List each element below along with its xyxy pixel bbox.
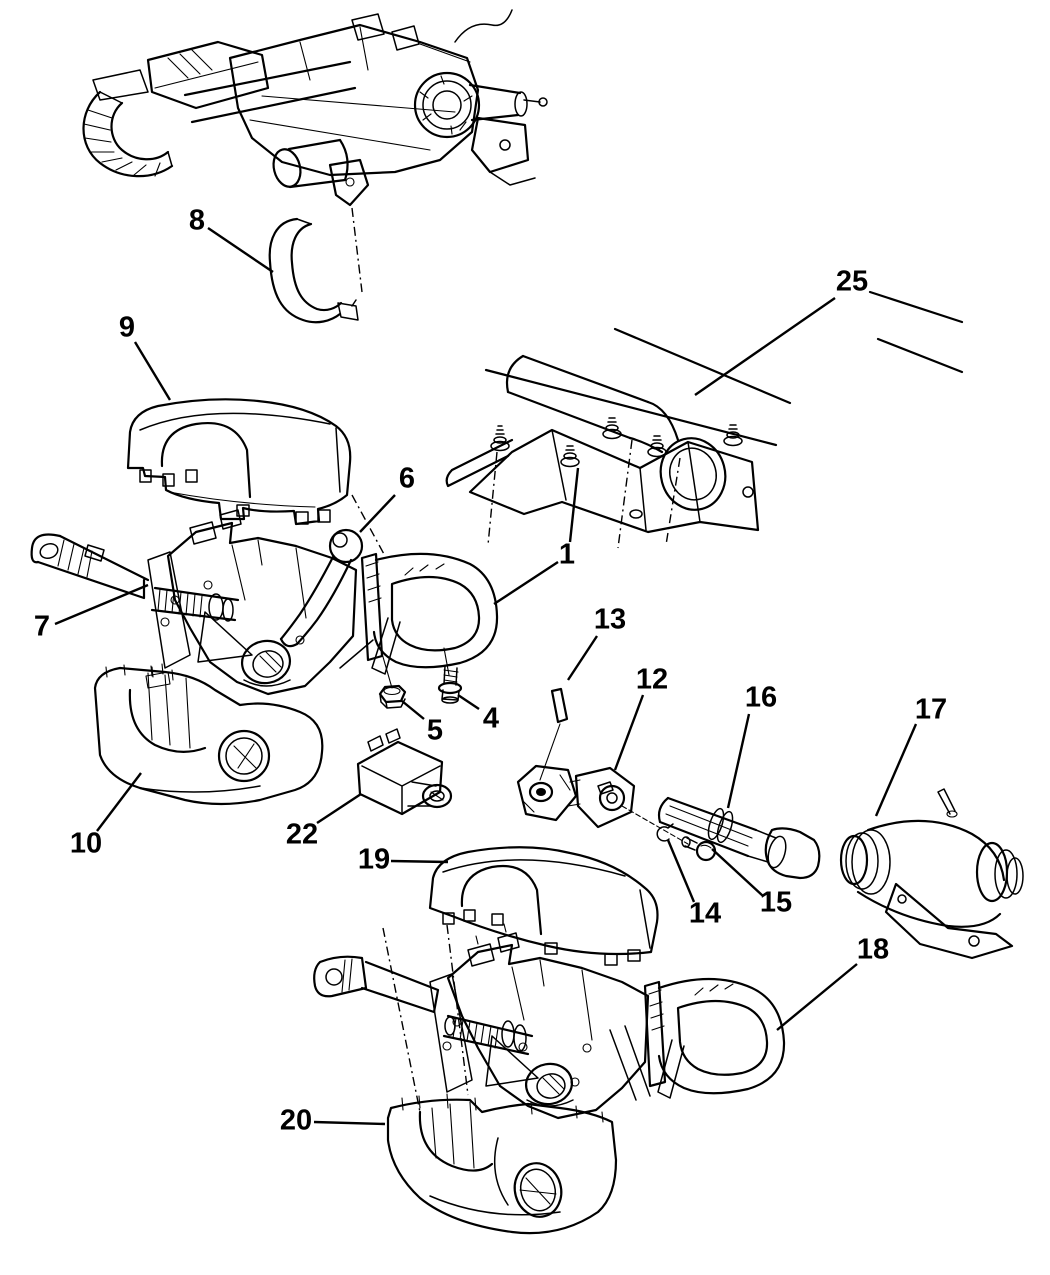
callout-1: 1 bbox=[558, 538, 576, 571]
callout-18: 18 bbox=[856, 933, 890, 966]
leader-line-5 bbox=[401, 700, 425, 720]
callout-14: 14 bbox=[688, 897, 722, 930]
part-coupling-12 bbox=[516, 764, 689, 845]
part-lower-shroud-20 bbox=[386, 1093, 618, 1235]
part-upper-shroud-19 bbox=[382, 846, 659, 1113]
callout-8: 8 bbox=[188, 204, 206, 237]
callout-15: 15 bbox=[759, 886, 793, 919]
leader-line-17 bbox=[874, 723, 918, 817]
leader-line-22 bbox=[316, 792, 362, 825]
leader-line-1 bbox=[568, 467, 580, 543]
part-upper-shroud-9 bbox=[126, 398, 386, 557]
leader-line-12 bbox=[613, 694, 645, 771]
callout-7: 7 bbox=[33, 610, 51, 643]
leader-line-4 bbox=[457, 694, 480, 710]
leader-line-20 bbox=[313, 1120, 386, 1126]
callout-5: 5 bbox=[426, 714, 444, 747]
part-nut-5 bbox=[378, 684, 407, 709]
part-lower-shroud-10 bbox=[93, 664, 324, 806]
callout-17: 17 bbox=[914, 693, 948, 726]
callout-10: 10 bbox=[69, 827, 103, 860]
callout-leader-lines bbox=[54, 227, 918, 1126]
part-column-assembly-1 bbox=[30, 509, 499, 696]
leader-line-9 bbox=[133, 341, 172, 401]
part-boot-seal-17 bbox=[839, 788, 1024, 960]
callout-22: 22 bbox=[285, 818, 319, 851]
leader-line-18 bbox=[776, 963, 858, 1031]
leader-line-13 bbox=[566, 635, 599, 681]
callout-19: 19 bbox=[357, 843, 391, 876]
callout-12: 12 bbox=[635, 663, 669, 696]
part-assembled-column-top bbox=[82, 9, 548, 293]
leader-line-16 bbox=[726, 713, 751, 809]
callout-9: 9 bbox=[118, 311, 136, 344]
leader-line-8 bbox=[207, 227, 274, 273]
leader-line-10 bbox=[96, 772, 142, 832]
leader-line-14 bbox=[666, 839, 696, 903]
leader-line-1 bbox=[493, 560, 559, 606]
part-mounting-bracket-25 bbox=[445, 290, 964, 549]
callout-4: 4 bbox=[482, 702, 500, 735]
part-bolt-4 bbox=[437, 665, 463, 704]
bracket-bolts bbox=[490, 417, 743, 468]
part-tilt-lever-8 bbox=[268, 217, 359, 324]
callout-20: 20 bbox=[279, 1104, 313, 1137]
part-shift-lever-6 bbox=[279, 528, 364, 648]
leader-line-7 bbox=[54, 583, 149, 626]
leader-line-6 bbox=[359, 494, 396, 533]
callout-13: 13 bbox=[593, 603, 627, 636]
callout-6: 6 bbox=[398, 462, 416, 495]
part-column-assembly-18 bbox=[313, 923, 786, 1120]
leader-line-15 bbox=[711, 848, 764, 897]
leader-line-19 bbox=[390, 859, 449, 864]
callout-25: 25 bbox=[835, 265, 869, 298]
callout-16: 16 bbox=[744, 681, 778, 714]
leader-line-25 bbox=[694, 297, 836, 396]
part-intermediate-shaft-16 bbox=[657, 796, 821, 880]
part-switch-stalk-7 bbox=[30, 533, 150, 600]
part-roll-pin-13 bbox=[539, 687, 569, 781]
